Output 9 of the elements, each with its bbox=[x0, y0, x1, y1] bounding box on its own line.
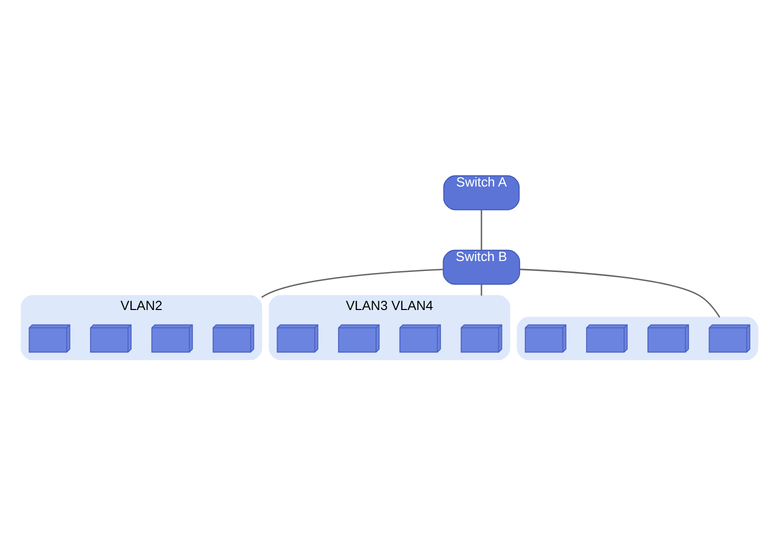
connector bbox=[480, 284, 482, 296]
node-box: Switch A bbox=[443, 175, 520, 210]
connector bbox=[480, 210, 482, 250]
cluster: VLAN3 VLAN4 bbox=[268, 295, 510, 360]
connector bbox=[520, 268, 720, 318]
node-box: Switch B bbox=[442, 250, 520, 285]
connector bbox=[261, 268, 444, 298]
cluster bbox=[516, 316, 758, 360]
cluster: VLAN2 bbox=[20, 295, 262, 360]
